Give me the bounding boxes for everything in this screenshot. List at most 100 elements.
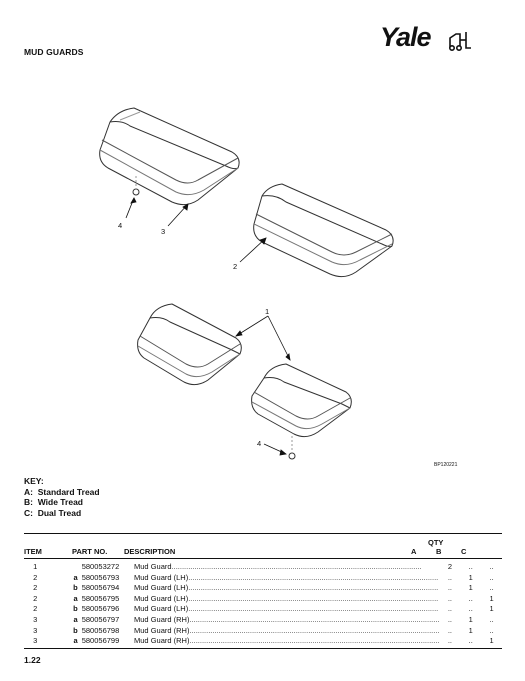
qty-c-cell: .. (489, 572, 494, 582)
qty-b-cell: .. (468, 604, 473, 614)
mud-guard-2-drawing (253, 183, 394, 278)
figure-id: BP120221 (434, 462, 458, 468)
col-header-c: C (461, 547, 467, 556)
description-cell: Mud Guard (RH)..........................… (134, 625, 440, 635)
key-title: KEY: (24, 476, 44, 486)
qty-group-header: QTY (428, 538, 444, 547)
qty-a-cell: .. (447, 572, 452, 582)
col-header-part: PART NO. (72, 547, 108, 556)
part-number-cell: 580056795 (81, 593, 120, 603)
item-cell: 3 (33, 614, 38, 624)
qty-b-cell: .. (468, 636, 473, 646)
qty-a-cell: 2 (447, 562, 452, 571)
table-bottom-rule (24, 648, 502, 649)
callout-2: 2 (233, 262, 237, 271)
variant-cell: b (73, 625, 78, 635)
col-header-description: DESCRIPTION (124, 547, 176, 556)
qty-c-cell: 1 (489, 604, 494, 614)
col-header-b: B (436, 547, 442, 556)
description-cell: Mud Guard...............................… (134, 562, 422, 571)
mud-guard-1-drawing (137, 303, 242, 386)
qty-a-cell: .. (447, 636, 452, 646)
dot-leader: ........................................… (188, 604, 439, 614)
key-legend: KEY: A: Standard Tread B: Wide Tread C: … (24, 476, 100, 518)
qty-b-cell: 1 (468, 614, 473, 624)
qty-c-cell: .. (489, 562, 494, 571)
description-cell: Mud Guard (LH)..........................… (134, 604, 439, 614)
dot-leader: ........................................… (188, 572, 439, 582)
qty-b-cell: 1 (468, 572, 473, 582)
part-number-cell: 580053272 (81, 562, 120, 571)
mud-guard-1b-drawing (251, 363, 352, 438)
key-item: A: Standard Tread (24, 486, 100, 497)
item-cell: 1 (33, 562, 38, 571)
col-header-a: A (411, 547, 417, 556)
part-number-cell: 580056793 (81, 572, 120, 582)
qty-b-cell: .. (468, 562, 473, 571)
qty-c-cell: .. (489, 614, 494, 624)
qty-a-cell: .. (447, 614, 452, 624)
logo-wordmark: Yale (380, 22, 432, 52)
variant-cell: a (73, 614, 78, 624)
variant-cell: b (73, 583, 78, 593)
callout-1: 1 (265, 307, 269, 316)
forklift-icon (448, 32, 471, 52)
qty-a-cell: .. (447, 625, 452, 635)
qty-c-cell: .. (489, 625, 494, 635)
mud-guard-3-drawing (99, 107, 240, 206)
item-cell: 3 (33, 636, 38, 646)
part-number-cell: 580056796 (81, 604, 120, 614)
table-top-rule (24, 533, 502, 534)
part-number-cell: 580056797 (81, 614, 120, 624)
callout-4-top: 4 (118, 221, 122, 230)
part-number-cell: 580056798 (81, 625, 120, 635)
qty-a-cell: .. (447, 593, 452, 603)
dot-leader: ........................................… (189, 625, 440, 635)
qty-b-cell: .. (468, 593, 473, 603)
key-item: B: Wide Tread (24, 497, 83, 507)
qty-b-cell: 1 (468, 625, 473, 635)
description-cell: Mud Guard (LH)..........................… (134, 583, 439, 593)
qty-a-cell: .. (447, 604, 452, 614)
description-cell: Mud Guard (LH)..........................… (134, 593, 439, 603)
qty-c-cell: 1 (489, 636, 494, 646)
item-cell: 2 (33, 572, 38, 582)
brand-logo: Yale (380, 22, 480, 56)
item-cell: 2 (33, 583, 38, 593)
qty-c-cell: .. (489, 583, 494, 593)
dot-leader: ........................................… (188, 593, 439, 603)
item-cell: 2 (33, 593, 38, 603)
table-row: 1 580053272 Mud Guard.....................… (24, 562, 502, 573)
variant-cell: a (73, 572, 78, 582)
qty-a-cell: .. (447, 583, 452, 593)
parts-table: 1 580053272 Mud Guard.....................… (24, 562, 502, 647)
callout-4-bottom: 4 (257, 439, 261, 448)
dot-leader: ........................................… (188, 583, 439, 593)
item-cell: 3 (33, 625, 38, 635)
dot-leader: ........................................… (171, 562, 422, 571)
col-header-item: ITEM (24, 547, 42, 556)
page-title: MUD GUARDS (24, 47, 84, 57)
variant-cell: a (73, 636, 78, 646)
variant-cell: a (73, 593, 78, 603)
table-header-rule (24, 558, 502, 559)
description-cell: Mud Guard (RH)..........................… (134, 636, 440, 646)
description-cell: Mud Guard (LH)..........................… (134, 572, 439, 582)
dot-leader: ........................................… (189, 636, 440, 646)
variant-cell: b (73, 604, 78, 614)
part-number-cell: 580056799 (81, 636, 120, 646)
page-number: 1.22 (24, 655, 41, 665)
qty-c-cell: 1 (489, 593, 494, 603)
callout-3: 3 (161, 227, 165, 236)
variant-cell (46, 562, 81, 573)
description-cell: Mud Guard (RH)..........................… (134, 614, 440, 624)
key-item: C: Dual Tread (24, 507, 82, 518)
